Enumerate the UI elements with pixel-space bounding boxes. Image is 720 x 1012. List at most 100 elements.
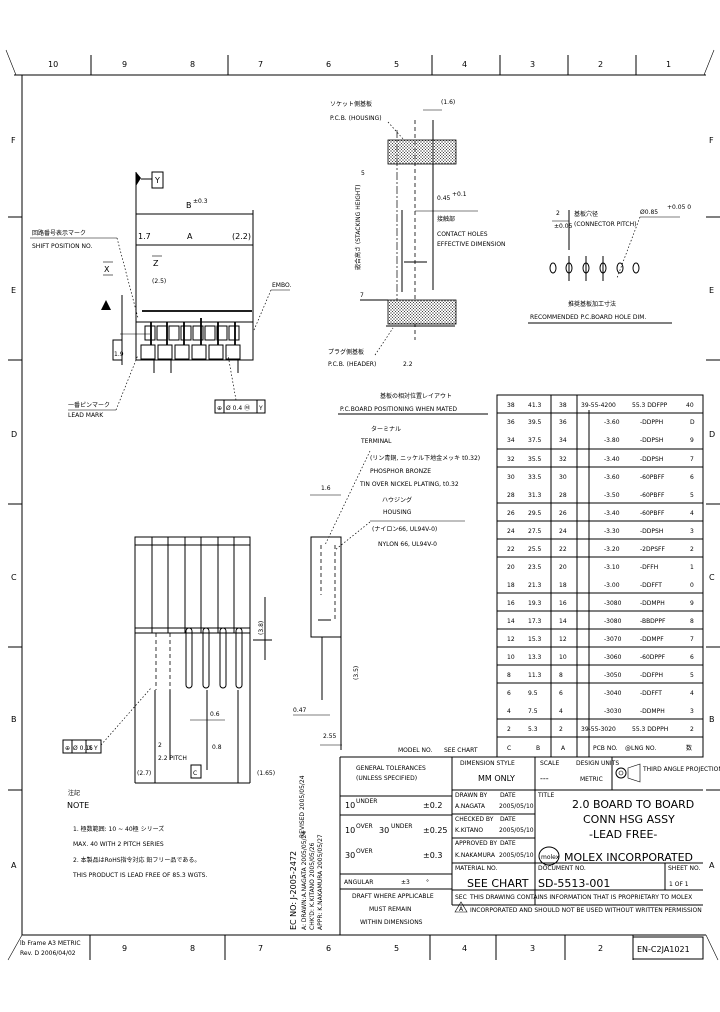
chart_table-rows-10-0: 16 [507,600,515,607]
chart_table-header_row-3: 39-55-4200 [581,402,616,409]
chart_table-footer_row-0: C [507,745,511,752]
notes-title_jp: 注記 [68,789,80,797]
title_block-approved_by: K.NAKAMURA [455,852,496,859]
positioning-material_en1: PHOSPHOR BRONZE [370,468,431,475]
title_block-projection: THIRD ANGLE PROJECTION [642,766,720,773]
chart_table-rows-16-3: -3030 [604,708,622,715]
chart_table-rows-6-2: 24 [559,528,567,535]
front_view-dim_z: (2.5) [152,278,166,285]
chart_table-rows-16-0: 4 [507,708,511,715]
chart_table-rows-11-0: 14 [507,618,515,625]
chart_table-rows-6-1: 27.5 [528,528,542,535]
title_block-dimension_style: MM ONLY [478,774,515,783]
section_view-ref_e: 7 [360,292,364,299]
title_block-tol_rows-2-sup: OVER [356,848,373,855]
title_block-design_units: METRIC [580,776,603,783]
chart_table-rows-7-4: -2DPSFF [640,546,665,553]
chart_table-rows-14-5: 5 [690,672,694,679]
pcb-holes [549,256,640,281]
front_view-pin1_mark_en: LEAD MARK [68,412,104,419]
chart_table-rows-2-5: 7 [690,456,694,463]
title_block-tol_rows-1-sup2: UNDER [391,823,412,830]
chart_table-rows-17-3: 39-55-3020 [581,726,616,733]
chart_table-rows-2-3: -3.40 [604,456,620,463]
title_block-drawn_by: A.NAGATA [455,803,486,810]
side_view-dim_tip: 0.8 [212,744,222,751]
chart_table-rows-2-4: -DDPSH [640,456,663,463]
chart_table-rows-13-5: 6 [690,654,694,661]
positioning-title_en: P.C.BOARD POSITIONING WHEN MATED [340,406,457,413]
chart_table-rows-6-4: -DDPSH [640,528,663,535]
side-view: (3.8) 0.6 0.8 2 2.2 PITCH C (2.7) (1.65)… [62,536,360,784]
chart_table-rows-0-1: 39.5 [528,419,542,426]
title_block-sec_label: SEC [455,894,467,901]
frame-rows-2: D [709,430,715,439]
chart_table-header_row-2: 38 [559,402,567,409]
front_view-dim_right: (2.2) [232,232,251,241]
frame-bottom_columns-4: 5 [394,944,399,953]
title_block-angular_unit: ° [426,879,429,886]
chart_table-rows-13-3: -3060 [604,654,622,661]
chart-header-row: 38 41.3 38 39-55-4200 55.3 DDFPP 40 [507,402,694,409]
frame-rows-3: C [11,573,17,582]
chart_table-rows-0-0: 36 [507,419,515,426]
chart_table-rows-7-2: 22 [559,546,567,553]
front_view-datum_z: Z [153,259,159,268]
chart_table-rows-9-0: 18 [507,582,515,589]
chart_table-rows-17-4: 55.3 DDPPH [632,726,668,733]
section_view-contact_label_en2: EFFECTIVE DIMENSION [437,241,506,248]
frame-rows-1: E [709,286,714,295]
title_block-dimension_style_label: DIMENSION STYLE [460,760,515,767]
title_block-document_no: SD-5513-001 [538,877,610,890]
chart_table-rows-6-0: 24 [507,528,515,535]
frame-columns-2: 8 [190,60,195,69]
chart_table-rows-1-1: 37.5 [528,437,542,444]
frame-rows-5: A [11,861,17,870]
chart_table-rows-12-2: 12 [559,636,567,643]
title_block-angular_label: ANGULAR [344,879,373,886]
chart_table-rows-15-5: 4 [690,690,694,697]
title_block-title_2: CONN HSG ASSY [583,813,675,826]
positioning-title_jp: 基板の相対位置レイアウト [380,392,452,400]
chart_table-rows-10-3: -3080 [604,600,622,607]
chart_table-rows-13-0: 10 [507,654,515,661]
positioning-housing_mat_jp: (ナイロン66, UL94V-0) [372,526,437,533]
chart_table-rows-1-4: -DDPSH [640,437,663,444]
chart_table-rows-4-4: -60PBFF [640,492,665,499]
pcb_layout-title_jp: 推奨基板加工寸法 [568,300,616,308]
chart_table-rows-4-3: -3.50 [604,492,620,499]
chart_table-rows-5-3: -3.40 [604,510,620,517]
chart_table-rows-5-1: 29.5 [528,510,542,517]
contact-pins [155,627,243,690]
chart_table-rows-8-0: 20 [507,564,515,571]
chart_table-rows-3-4: -60PBFF [640,474,665,481]
title_block-material_no_label: MATERIAL NO. [455,865,498,872]
notes-items-3: THIS PRODUCT IS LEAD FREE OF 85.3 WGTS. [72,872,207,879]
chart_table-rows-17-0: 2 [507,726,511,733]
title_block-draft_3: WITHIN DIMENSIONS [360,919,423,926]
notes-block: 注記 NOTE 1. 極数範囲: 10 ~ 40極 シリーズ MAX. 40 W… [67,789,207,879]
chart_table-rows-15-3: -3040 [604,690,622,697]
pcb_layout-label_jp: 基板穴径 [574,210,598,218]
title_block-drawn_date: 2005/05/10 [499,803,534,810]
side_view-dim_side1: 0.47 [293,707,307,714]
chart_table-rows-9-2: 18 [559,582,567,589]
chart_table-rows-8-4: -DFFH [640,564,658,571]
title_block-approved_date: 2005/05/10 [499,852,534,859]
section_view-pcb_bottom_jp: プラグ側基板 [328,348,364,356]
title_block-mod_row-0: MODEL NO. [398,747,433,754]
chart_table-rows-6-3: -3.30 [604,528,620,535]
chart_table-rows-17-5: 2 [690,726,694,733]
chart_table-rows-8-3: -3.10 [604,564,620,571]
side_view-dim_side2: 2.55 [323,733,337,740]
chart_table-rows-7-5: 2 [690,546,694,553]
title_block-document_no_label: DOCUMENT NO. [538,865,586,872]
section_view-pcb_top_en: P.C.B. (HOUSING) [330,115,382,122]
